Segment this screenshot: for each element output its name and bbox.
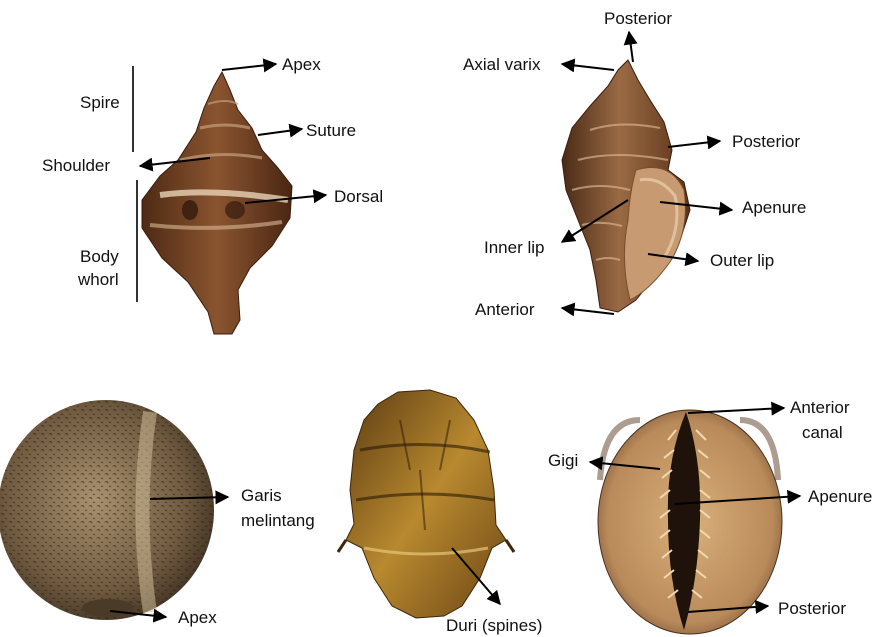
label-axial-varix: Axial varix bbox=[463, 55, 541, 74]
label-outer-lip: Outer lip bbox=[710, 251, 774, 270]
shell-3-band bbox=[143, 412, 151, 612]
label-shoulder: Shoulder bbox=[42, 156, 110, 175]
label-apenure-5: Apenure bbox=[808, 487, 872, 506]
shell-3-cowrie-dorsal bbox=[0, 400, 214, 620]
label-inner-lip: Inner lip bbox=[484, 238, 544, 257]
arrow-posterior-side bbox=[668, 141, 720, 147]
shell-2-conch-ventral bbox=[562, 60, 690, 312]
label-posterior-side: Posterior bbox=[732, 132, 800, 151]
label-anterior: Anterior bbox=[475, 300, 535, 319]
arrow-apex-1 bbox=[222, 64, 276, 70]
label-garis-1: Garis bbox=[241, 486, 282, 505]
label-garis-2: melintang bbox=[241, 511, 315, 530]
label-apex-1: Apex bbox=[282, 55, 321, 74]
label-duri: Duri (spines) bbox=[446, 616, 542, 635]
arrow-posterior-top bbox=[629, 32, 633, 62]
shell-1-conch bbox=[142, 72, 292, 334]
arrow-suture bbox=[258, 129, 302, 135]
label-anterior-canal-1: Anterior bbox=[790, 398, 850, 417]
label-anterior-canal-2: canal bbox=[802, 423, 843, 442]
label-suture: Suture bbox=[306, 121, 356, 140]
shell-4-spiny bbox=[338, 390, 514, 618]
label-body-whorl-1: Body bbox=[80, 247, 119, 266]
arrow-axial-varix bbox=[562, 64, 614, 70]
label-apenure-2: Apenure bbox=[742, 198, 806, 217]
shell-5-cowrie-ventral bbox=[598, 410, 782, 634]
label-posterior-top: Posterior bbox=[604, 9, 672, 28]
label-posterior-5: Posterior bbox=[778, 599, 846, 618]
label-body-whorl-2: whorl bbox=[77, 270, 119, 289]
shell-2-aperture bbox=[624, 168, 685, 301]
label-dorsal: Dorsal bbox=[334, 187, 383, 206]
label-apex-3: Apex bbox=[178, 608, 217, 627]
shell-1-body bbox=[142, 72, 292, 334]
label-spire: Spire bbox=[80, 93, 120, 112]
label-gigi: Gigi bbox=[548, 451, 578, 470]
